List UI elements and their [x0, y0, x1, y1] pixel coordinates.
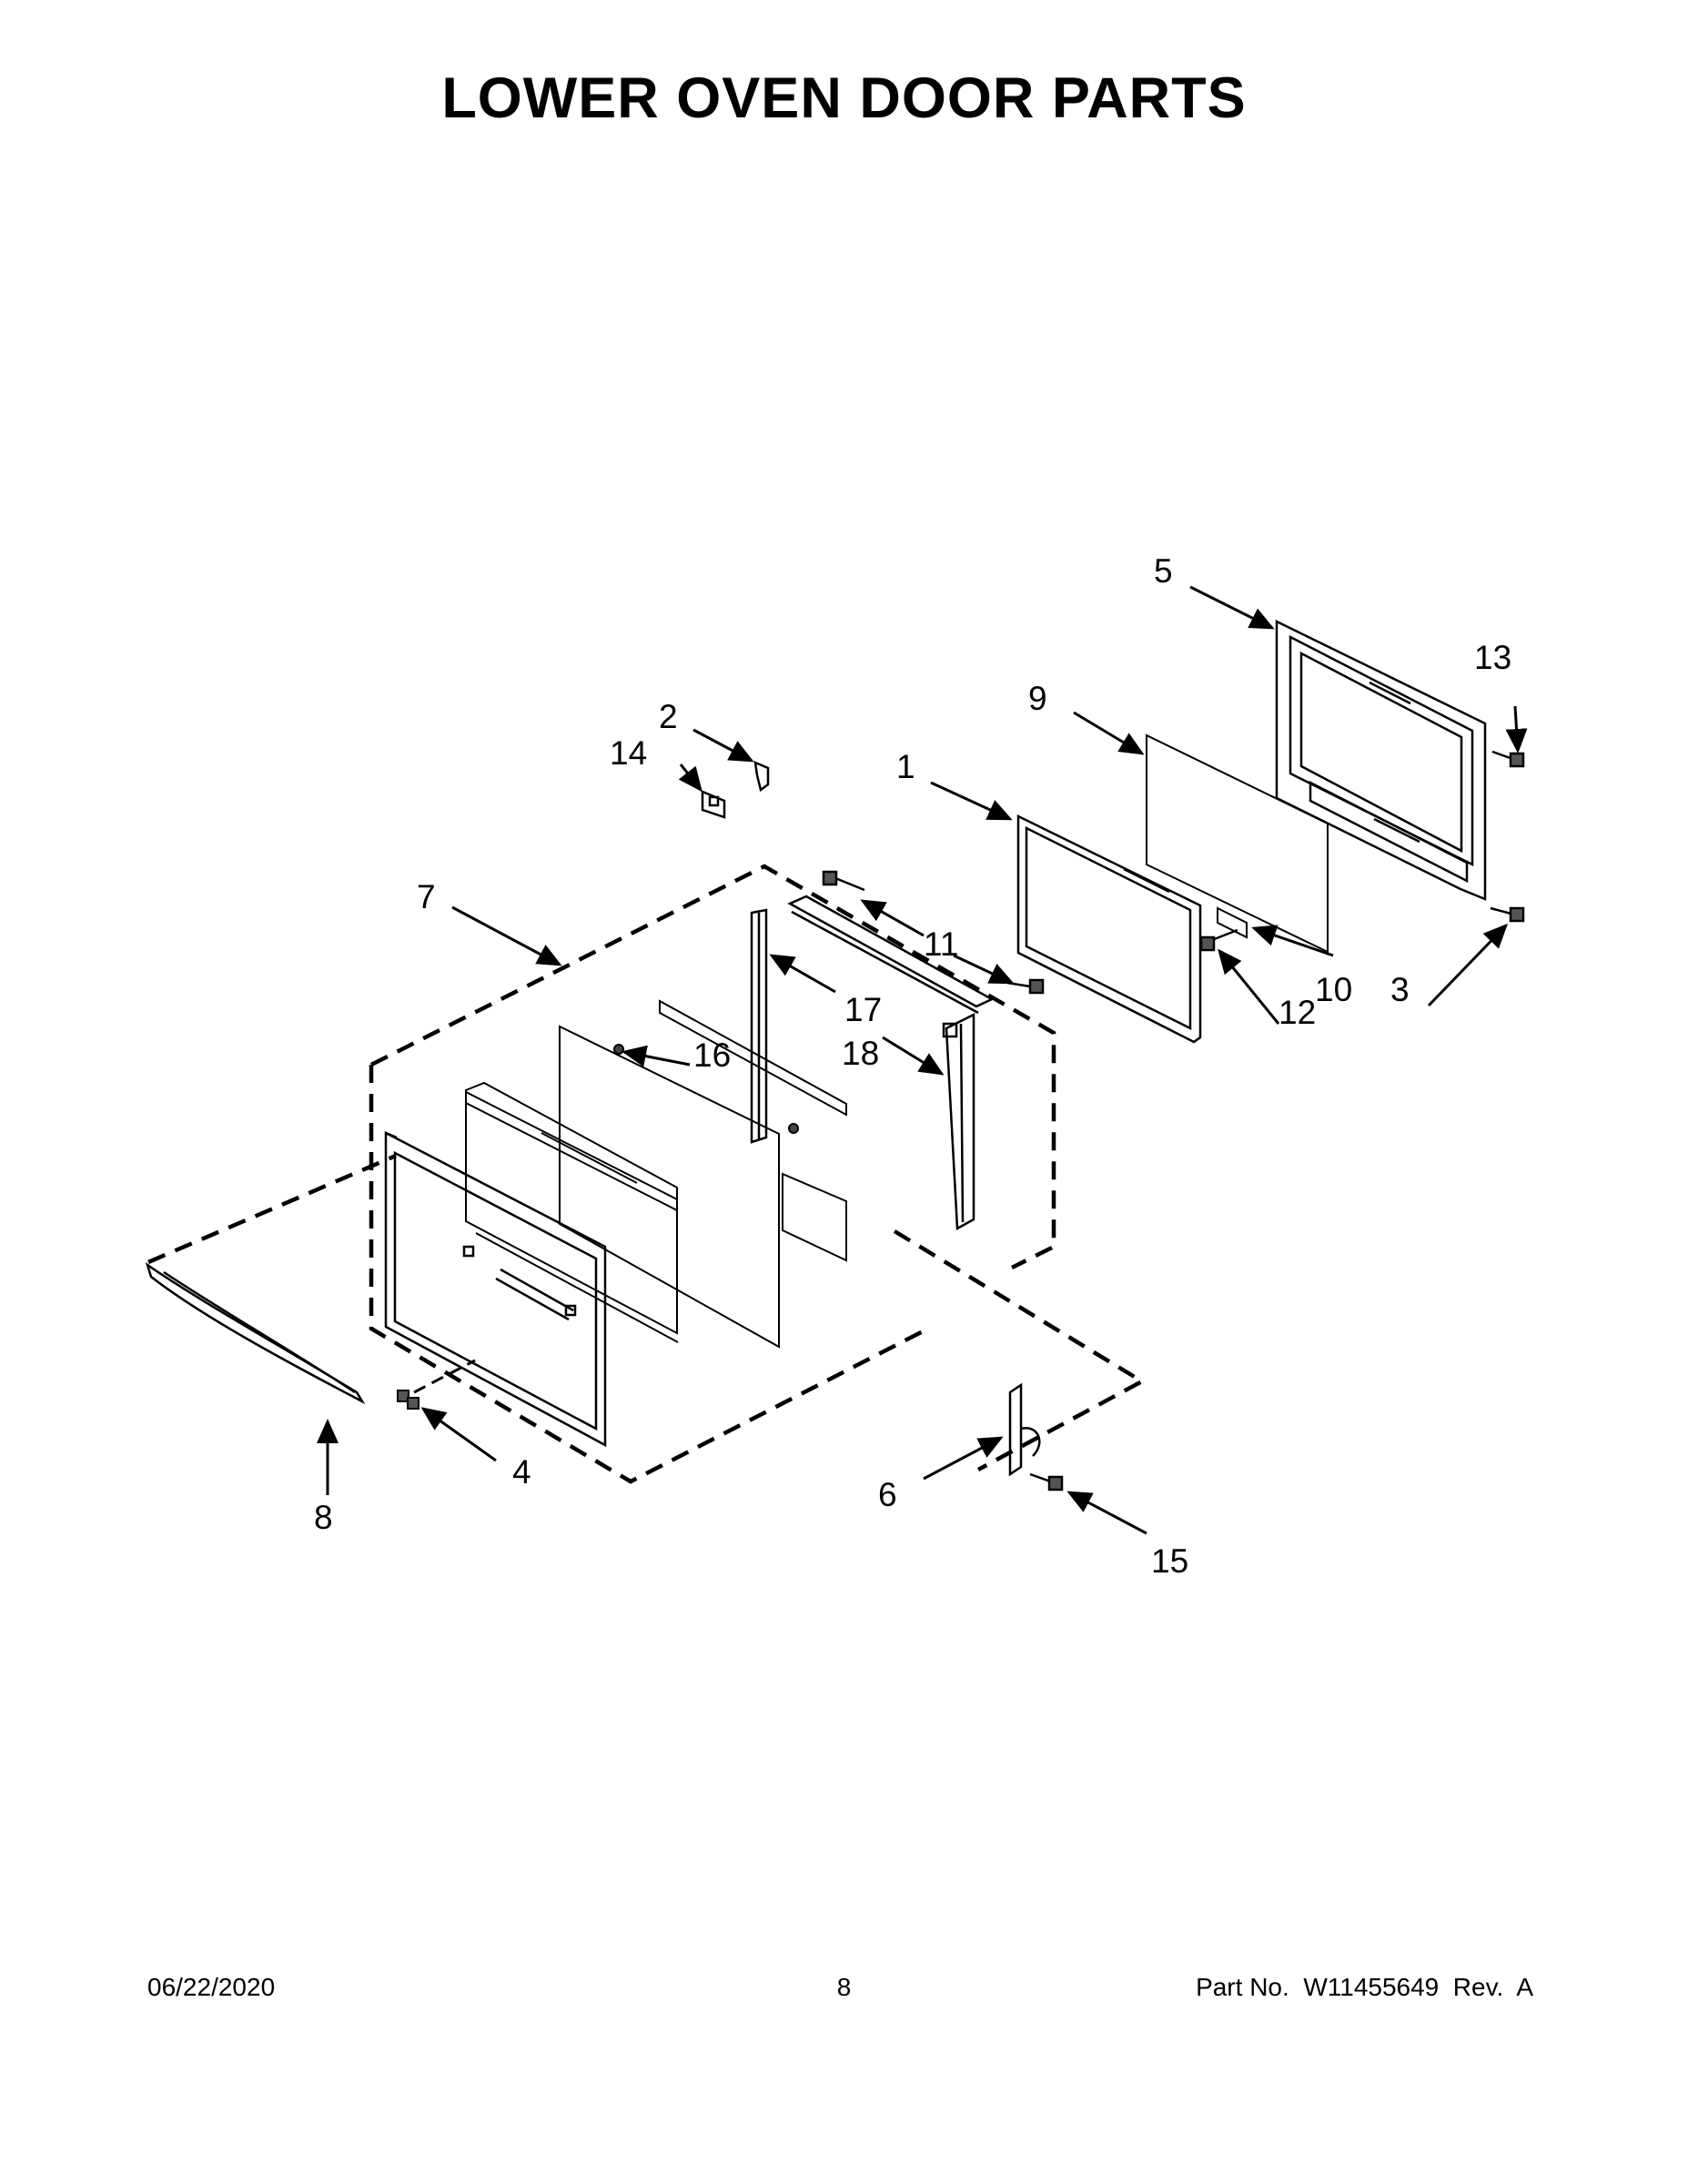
callout-6: 6: [878, 1476, 897, 1513]
screw-11-lower: [1006, 978, 1045, 995]
part-17-channel-rail: [750, 895, 995, 1144]
screw-15: [1029, 1472, 1064, 1491]
footer-date: 06/22/2020: [147, 1973, 276, 2001]
callout-10: 10: [1315, 971, 1352, 1008]
callout-2: 2: [659, 698, 678, 735]
screw-12: [1199, 928, 1238, 952]
part-4-leader: [413, 1359, 476, 1394]
callout-7: 7: [417, 878, 436, 915]
callout-18: 18: [842, 1035, 879, 1072]
callout-16: 16: [693, 1036, 731, 1074]
part-5-rear-frame: [1275, 619, 1487, 901]
part-6-hinge: [1008, 1382, 1041, 1477]
part-14-latch: [701, 790, 726, 819]
screw-13: [1491, 750, 1525, 768]
callout-5: 5: [1154, 552, 1173, 590]
part-2-clip: [753, 760, 770, 793]
callout-17: 17: [844, 991, 882, 1028]
callout-15: 15: [1151, 1542, 1188, 1580]
leader-arrows: [317, 585, 1528, 1535]
footer-page-number: 8: [836, 1973, 852, 2001]
callout-3: 3: [1390, 971, 1410, 1008]
callout-4: 4: [512, 1453, 531, 1491]
callout-1: 1: [896, 748, 915, 785]
screw-3: [1490, 906, 1525, 923]
callout-13: 13: [1474, 639, 1511, 676]
part-18-right-rail: [942, 1012, 975, 1231]
screw-11-upper: [822, 870, 865, 892]
page-title: LOWER OVEN DOOR PARTS: [441, 66, 1247, 130]
part-9-glass-panel: [1146, 733, 1329, 954]
part-8-handle: [145, 1261, 366, 1405]
callout-12: 12: [1279, 994, 1316, 1031]
callout-14: 14: [610, 734, 647, 772]
inner-glass-frame: [465, 1081, 679, 1343]
footer-part-number: Part No. W11455649 Rev. A: [1196, 1973, 1533, 2001]
part-10-bracket: [1217, 906, 1248, 939]
part-16-glass-pack: [559, 999, 847, 1349]
callout-8: 8: [314, 1499, 333, 1536]
assembly-outline-7: [147, 864, 1147, 1484]
callout-9: 9: [1028, 680, 1047, 717]
part-4-stop: [397, 1390, 419, 1410]
part-1-door-liner: [1016, 814, 1202, 1044]
callout-11: 11: [924, 925, 958, 963]
screws: [822, 750, 1525, 1491]
part-7-outer-glass: [384, 1130, 607, 1448]
